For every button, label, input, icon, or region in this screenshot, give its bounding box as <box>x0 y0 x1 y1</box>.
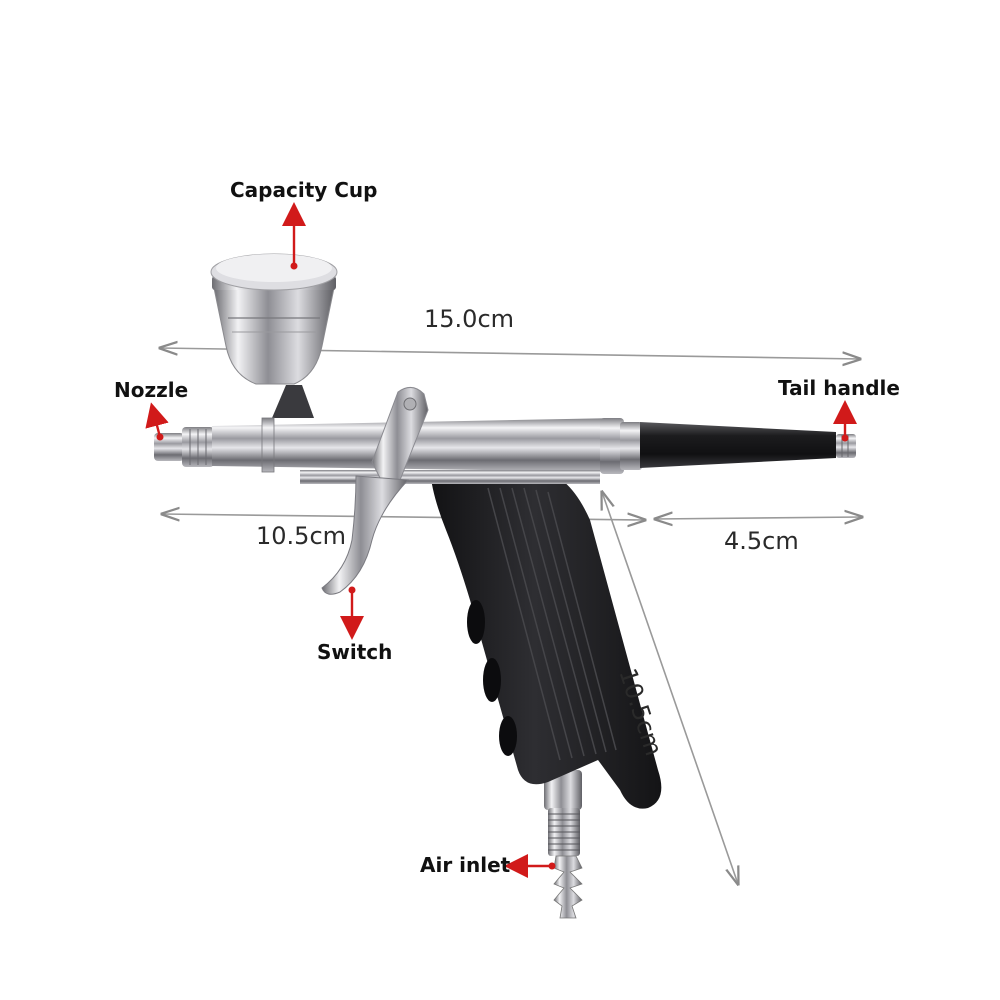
airbrush-body <box>154 417 856 484</box>
pistol-grip <box>430 470 662 809</box>
air-inlet-callout-dot <box>548 862 556 870</box>
grip-ridges <box>487 487 617 761</box>
grip-length-dimension-line <box>602 492 738 884</box>
nozzle-callout-dot <box>156 433 164 441</box>
paint-cup <box>210 253 338 418</box>
nozzle-callout-arrow <box>145 402 169 438</box>
tail-length-dimension-line <box>655 517 862 519</box>
tail-handle-callout-dot <box>841 434 849 442</box>
nozzle-label: Nozzle <box>114 378 189 402</box>
switch-label: Switch <box>317 640 393 664</box>
tail-handle-label: Tail handle <box>778 376 900 400</box>
front-length-value: 10.5cm <box>256 522 347 550</box>
capacity-cup-callout-dot <box>290 262 298 270</box>
air-inlet-label: Air inlet <box>420 853 511 877</box>
capacity-cup-label: Capacity Cup <box>230 178 378 202</box>
finger-grooves <box>467 600 517 756</box>
overall-length-value: 15.0cm <box>424 305 515 333</box>
tail-length-value: 4.5cm <box>724 527 799 555</box>
air-inlet-fitting <box>544 770 583 919</box>
trigger-lever <box>321 387 429 595</box>
switch-callout-dot <box>348 586 356 594</box>
